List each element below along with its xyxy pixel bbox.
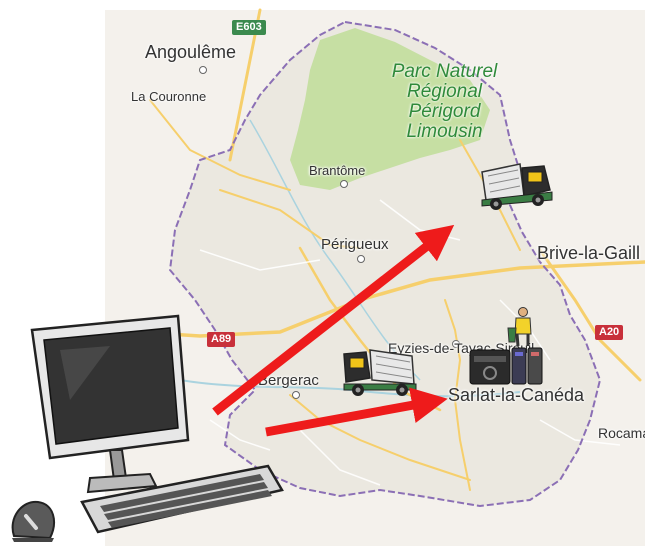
town-marker-perigueux [357, 255, 365, 263]
minor-roads [199, 199, 621, 486]
town-label-la-couronne: La Couronne [131, 89, 207, 104]
arrow-to-north-truck [212, 224, 455, 416]
town-label-angouleme: Angoulême [145, 42, 237, 62]
garbage-truck-icon [481, 163, 553, 210]
town-marker-bergerac [292, 391, 300, 399]
town-label-rocamadour: Rocama [598, 425, 645, 441]
garbage-truck-icon [343, 349, 417, 396]
town-marker-angouleme [199, 66, 207, 74]
road-shield-e603: E603 [232, 20, 266, 35]
waste-bins-icon [469, 347, 543, 385]
town-label-brive: Brive-la-Gaill [537, 243, 641, 263]
computer-mouse-icon [11, 500, 55, 542]
town-marker-eyzies [452, 340, 460, 348]
park-label-line2: Régional [407, 81, 482, 102]
department-area [170, 22, 600, 506]
park-label-line3: Périgord [408, 101, 481, 122]
town-marker-brantome [340, 180, 348, 188]
town-label-brantome: Brantôme [309, 163, 366, 178]
town-label-sarlat: Sarlat-la-Canéda [448, 385, 585, 405]
desktop-computer-icon [30, 314, 284, 534]
arrow-to-sarlat [265, 387, 448, 437]
park-label: Parc Naturel Régional Périgord Limousin [372, 62, 517, 142]
town-label-perigueux: Périgueux [321, 236, 389, 253]
town-label-bergerac: Bergerac [258, 372, 319, 389]
road-shield-a89: A89 [207, 332, 236, 347]
road-shield-a20: A20 [595, 325, 624, 340]
waste-worker-icon [507, 307, 532, 347]
regional-park-area [290, 28, 490, 190]
park-label-line1: Parc Naturel [391, 61, 498, 82]
park-label-line4: Limousin [406, 121, 483, 142]
